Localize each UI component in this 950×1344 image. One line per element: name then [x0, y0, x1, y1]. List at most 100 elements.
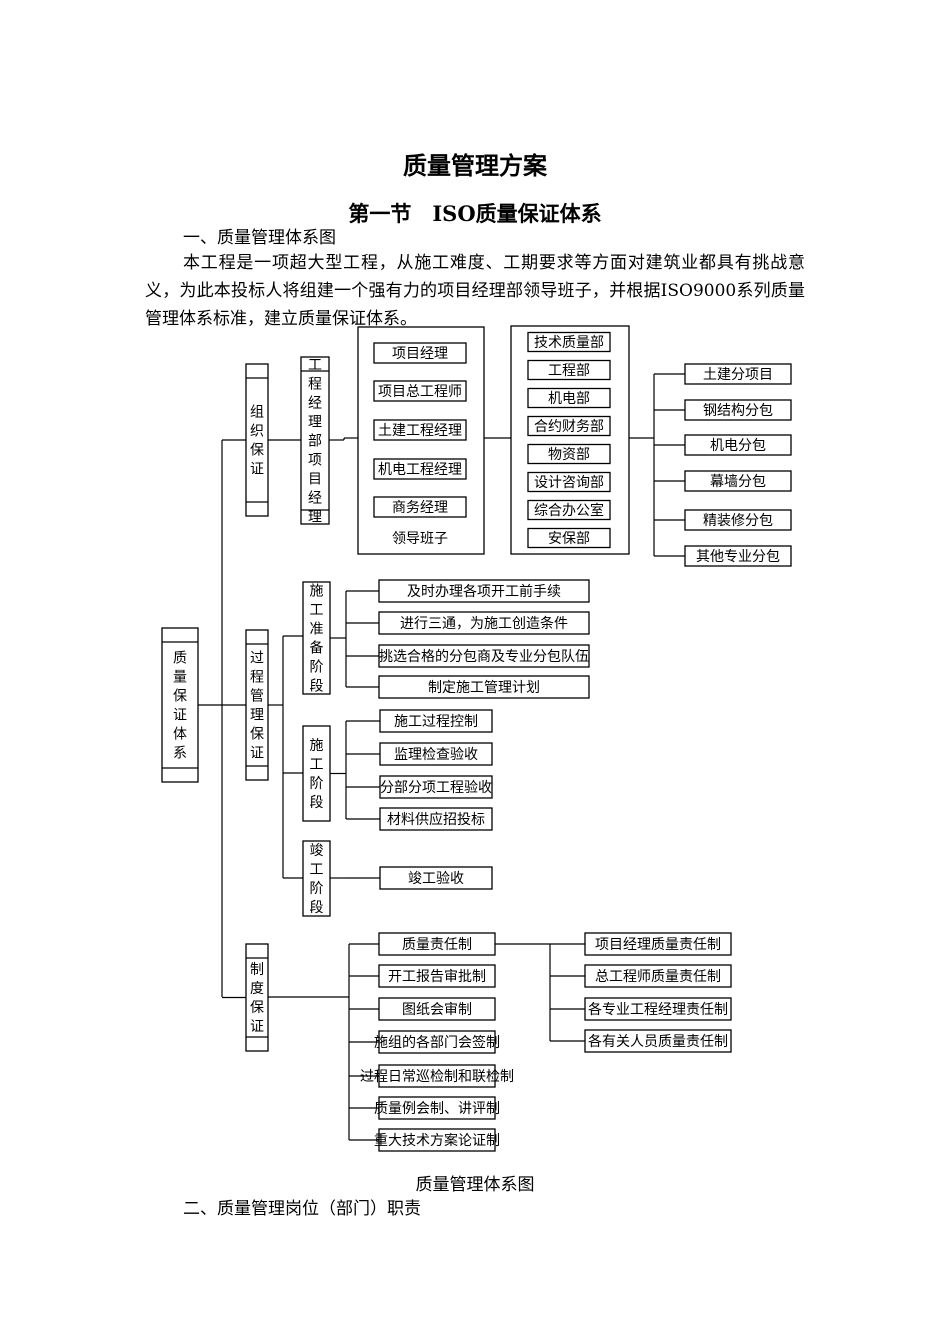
org-department-node-label: 工程经理部项目经理 [308, 358, 322, 526]
department-1: 工程部 [527, 359, 611, 381]
root-node-quality-system-label: 质量保证体系 [173, 651, 187, 762]
system-1-label: 开工报告审批制 [388, 969, 486, 985]
leader-2: 土建工程经理 [373, 419, 467, 441]
system-3-label: 施组的各部门会签制 [374, 1034, 500, 1051]
stage-construction-item-1-label: 监理检查验收 [394, 747, 478, 763]
stage-completion-item-0-label: 竣工验收 [408, 871, 464, 887]
leader-4-label: 商务经理 [392, 500, 448, 516]
subcontract-3-label: 幕墙分包 [710, 474, 766, 490]
department-7-label: 安保部 [548, 531, 590, 547]
responsibility-0-label: 项目经理质量责任制 [595, 937, 721, 953]
org-department-node: 工程经理部项目经理 [300, 356, 330, 526]
responsibility-3: 各有关人员质量责任制 [584, 1029, 732, 1053]
branch-system: 制度保证 [245, 943, 269, 1052]
leader-4: 商务经理 [373, 496, 467, 518]
document-title: 质量管理方案 [403, 151, 547, 180]
department-7: 安保部 [527, 527, 611, 549]
system-2-label: 图纸会审制 [402, 1002, 472, 1018]
responsibility-1: 总工程师质量责任制 [584, 964, 732, 988]
system-5: 质量例会制、讲评制 [374, 1096, 500, 1120]
department-3-label: 合约财务部 [534, 419, 604, 435]
stage-preparation-item-3-label: 制定施工管理计划 [428, 680, 540, 696]
system-4-label: 过程日常巡检制和联检制 [360, 1069, 514, 1085]
subcontract-4-label: 精装修分包 [703, 513, 773, 529]
stage-preparation: 施工准备阶段 [302, 581, 331, 695]
department-2: 机电部 [527, 387, 611, 409]
leader-1-label: 项目总工程师 [378, 384, 462, 400]
stage-construction-item-2: 分部分项工程验收 [379, 775, 493, 799]
department-3: 合约财务部 [527, 415, 611, 437]
stage-construction-item-0: 施工过程控制 [379, 709, 493, 733]
department-0: 技术质量部 [527, 331, 611, 353]
stage-completion-label: 竣工阶段 [310, 843, 324, 916]
leadership-label: 领导班子 [392, 531, 448, 547]
branch-process-management: 过程管理保证 [245, 629, 269, 781]
stage-preparation-item-3: 制定施工管理计划 [378, 675, 590, 699]
heading-quality-system-diagram: 一、质量管理体系图 [183, 228, 336, 248]
system-3: 施组的各部门会签制 [374, 1030, 500, 1054]
responsibility-3-label: 各有关人员质量责任制 [588, 1034, 728, 1050]
subcontract-0: 土建分项目 [684, 363, 792, 385]
system-4: 过程日常巡检制和联检制 [360, 1064, 514, 1088]
department-4: 物资部 [527, 443, 611, 465]
stage-construction: 施工阶段 [302, 725, 331, 822]
root-node-quality-system: 质量保证体系 [161, 627, 199, 783]
department-5: 设计咨询部 [527, 471, 611, 493]
branch-system-label: 制度保证 [250, 962, 264, 1035]
stage-preparation-item-2: 挑选合格的分包商及专业分包队伍 [378, 644, 590, 668]
stage-construction-item-2-label: 分部分项工程验收 [380, 780, 492, 796]
department-6: 综合办公室 [527, 499, 611, 521]
department-0-label: 技术质量部 [534, 335, 604, 351]
stage-construction-label: 施工阶段 [310, 738, 324, 811]
quality-system-diagram: 质量保证体系组织保证过程管理保证制度保证工程经理部项目经理项目经理项目总工程师土… [161, 325, 792, 1152]
subcontract-1: 钢结构分包 [684, 399, 792, 421]
system-2: 图纸会审制 [378, 997, 496, 1021]
branch-process-management-label: 过程管理保证 [250, 651, 264, 762]
stage-construction-item-0-label: 施工过程控制 [394, 714, 478, 730]
heading-responsibilities: 二、质量管理岗位（部门）职责 [183, 1199, 421, 1219]
stage-construction-item-3: 材料供应招投标 [379, 807, 493, 831]
stage-preparation-item-2-label: 挑选合格的分包商及专业分包队伍 [379, 649, 589, 665]
stage-preparation-label: 施工准备阶段 [310, 584, 324, 695]
section-title: 第一节 ISO质量保证体系 [348, 201, 602, 226]
stage-preparation-item-1-label: 进行三通，为施工创造条件 [400, 615, 568, 632]
branch-organization-label: 组织保证 [250, 405, 264, 478]
system-6-label: 重大技术方案论证制 [374, 1132, 500, 1149]
stage-preparation-item-0: 及时办理各项开工前手续 [378, 579, 590, 603]
stage-preparation-item-1: 进行三通，为施工创造条件 [378, 611, 590, 635]
diagram-caption: 质量管理体系图 [415, 1175, 535, 1195]
responsibility-0: 项目经理质量责任制 [584, 932, 732, 956]
leader-2-label: 土建工程经理 [378, 423, 462, 439]
responsibility-2-label: 各专业工程经理责任制 [588, 1002, 728, 1018]
leader-0-label: 项目经理 [392, 346, 448, 362]
system-5-label: 质量例会制、讲评制 [374, 1101, 500, 1117]
system-1: 开工报告审批制 [378, 964, 496, 988]
leader-1: 项目总工程师 [373, 380, 467, 402]
subcontract-1-label: 钢结构分包 [703, 403, 773, 419]
leader-3-label: 机电工程经理 [378, 462, 462, 478]
responsibility-2: 各专业工程经理责任制 [584, 997, 732, 1021]
system-6: 重大技术方案论证制 [374, 1128, 500, 1152]
department-6-label: 综合办公室 [534, 502, 604, 519]
subcontract-5-label: 其他专业分包 [696, 549, 780, 565]
system-0-label: 质量责任制 [402, 937, 472, 953]
subcontract-5: 其他专业分包 [684, 545, 792, 567]
subcontract-2: 机电分包 [684, 434, 792, 456]
department-4-label: 物资部 [548, 447, 590, 463]
system-0: 质量责任制 [378, 932, 496, 956]
subcontract-2-label: 机电分包 [710, 438, 766, 454]
subcontract-4: 精装修分包 [684, 509, 792, 531]
department-2-label: 机电部 [548, 391, 590, 407]
subcontract-0-label: 土建分项目 [703, 367, 773, 383]
stage-preparation-item-0-label: 及时办理各项开工前手续 [407, 583, 561, 600]
department-5-label: 设计咨询部 [534, 475, 604, 491]
department-1-label: 工程部 [548, 363, 590, 379]
responsibility-1-label: 总工程师质量责任制 [595, 969, 721, 985]
stage-completion: 竣工阶段 [302, 840, 331, 917]
stage-completion-item-0: 竣工验收 [379, 866, 493, 890]
branch-organization: 组织保证 [245, 363, 269, 517]
intro-paragraph: 本工程是一项超大型工程，从施工难度、工期要求等方面对建筑业都具有挑战意义，为此本… [145, 253, 805, 329]
stage-construction-item-1: 监理检查验收 [379, 742, 493, 766]
leader-3: 机电工程经理 [373, 458, 467, 480]
stage-construction-item-3-label: 材料供应招投标 [387, 811, 485, 828]
